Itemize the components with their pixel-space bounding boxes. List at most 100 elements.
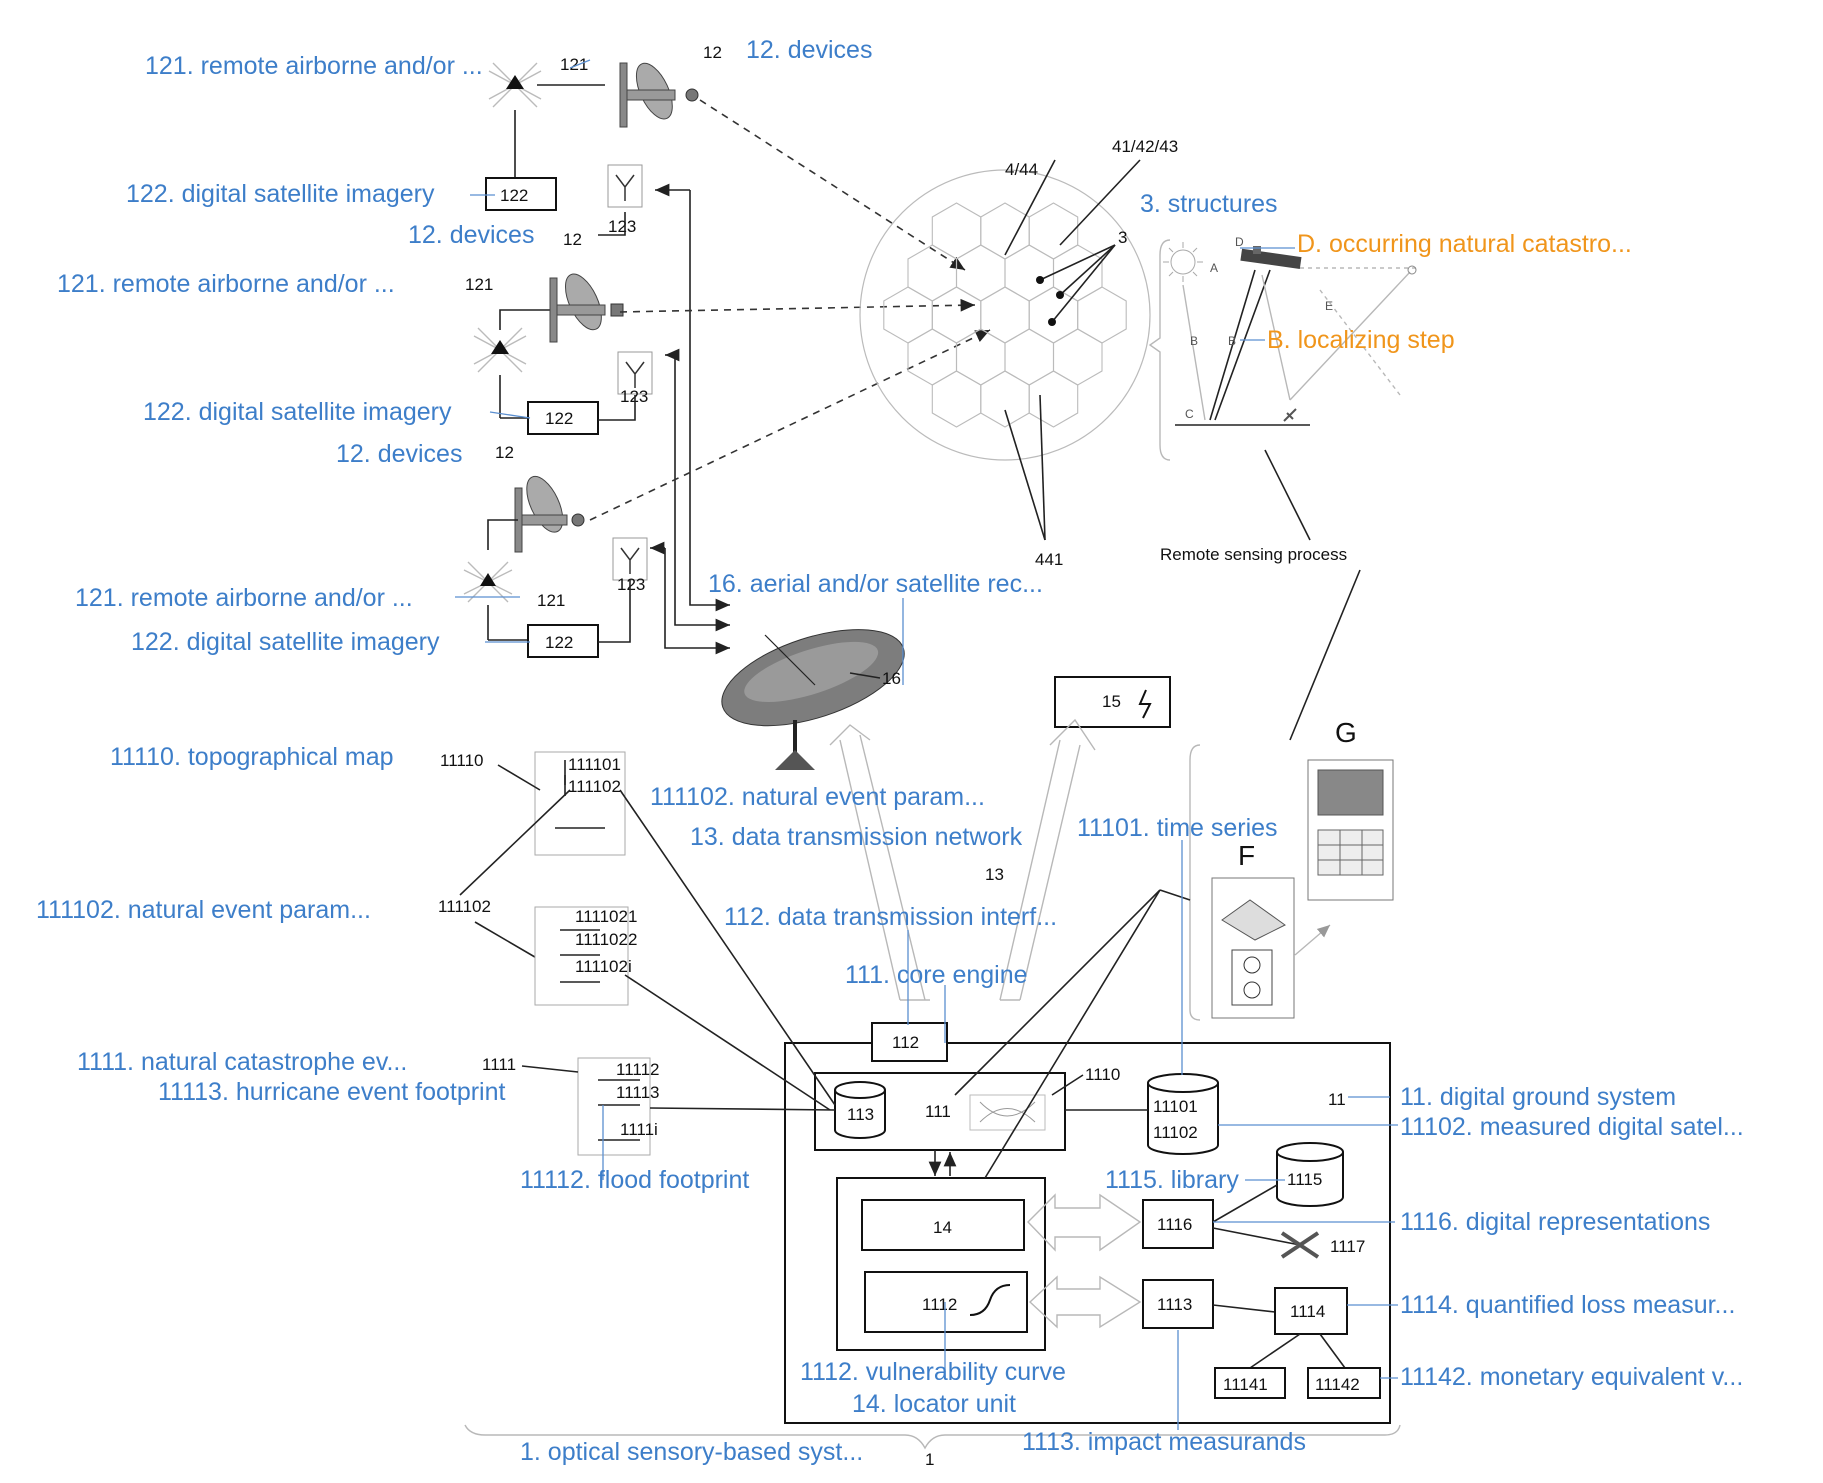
ref-11101: 11101 bbox=[1153, 1097, 1198, 1116]
hex-cell bbox=[1052, 328, 1103, 386]
callout-1113: 1113. impact measurands bbox=[1022, 1428, 1306, 1456]
callout-12-b: 12. devices bbox=[408, 221, 534, 249]
callout-111: 111. core engine bbox=[845, 961, 1028, 989]
callout-11112: 11112. flood footprint bbox=[520, 1166, 749, 1194]
ref-123c: 123 bbox=[617, 575, 645, 594]
ref-1112: 1112 bbox=[922, 1295, 957, 1314]
ref-15: 15 bbox=[1102, 692, 1121, 711]
database-icon bbox=[1276, 1142, 1344, 1207]
ref-121c: 121 bbox=[537, 591, 565, 610]
callout-121-b: 121. remote airborne and/or ... bbox=[57, 270, 395, 298]
callout-16: 16. aerial and/or satellite rec... bbox=[708, 570, 1043, 598]
ref-123b: 123 bbox=[620, 387, 648, 406]
aircraft-icon bbox=[473, 327, 527, 373]
callout-1112: 1112. vulnerability curve bbox=[800, 1358, 1066, 1386]
satellite-icon bbox=[1240, 246, 1302, 269]
ref-B-right: B bbox=[1228, 334, 1236, 348]
flow-arrow-1116 bbox=[1027, 1193, 1142, 1252]
ref-121b: 121 bbox=[465, 275, 493, 294]
ref-1: 1 bbox=[925, 1450, 934, 1469]
callout-121-a: 121. remote airborne and/or ... bbox=[145, 52, 483, 80]
data-transmission-network bbox=[829, 718, 1096, 1001]
box-14 bbox=[861, 1199, 1025, 1251]
satellite-icon bbox=[1280, 1231, 1320, 1259]
callout-11142: 11142. monetary equivalent v... bbox=[1400, 1363, 1743, 1391]
device-group-top: 122 121 12 123 bbox=[485, 43, 722, 236]
callout-D: D. occurring natural catastro... bbox=[1297, 230, 1632, 258]
hex-cell bbox=[931, 286, 982, 344]
callout-112: 112. data transmission interf... bbox=[724, 903, 1057, 931]
ref-113: 113 bbox=[847, 1105, 874, 1124]
ref-3: 3 bbox=[1118, 228, 1127, 247]
ref-D: D bbox=[1235, 235, 1244, 249]
aircraft-icon bbox=[488, 62, 542, 108]
callout-B: B. localizing step bbox=[1267, 326, 1455, 354]
callout-13: 13. data transmission network bbox=[690, 823, 1023, 851]
hex-cell bbox=[907, 244, 958, 302]
ref-1110: 1110 bbox=[1085, 1065, 1120, 1084]
ref-111102b: 111102 bbox=[438, 897, 491, 916]
box-15 bbox=[1054, 676, 1171, 728]
connections bbox=[619, 789, 1191, 1179]
ref-12c: 12 bbox=[495, 443, 514, 462]
ref-111102i: 111102i bbox=[575, 957, 632, 976]
box-11141 bbox=[1214, 1367, 1286, 1399]
aircraft-icon bbox=[463, 561, 513, 603]
callout-122-a: 122. digital satellite imagery bbox=[126, 180, 435, 208]
hex-cell bbox=[955, 244, 1006, 302]
ref-122b: 122 bbox=[545, 409, 573, 428]
link-satellite-structure-3 bbox=[589, 329, 991, 521]
remote-sensing-label: Remote sensing process bbox=[1160, 545, 1347, 564]
callout-3: 3. structures bbox=[1140, 190, 1278, 218]
ref-1117: 1117 bbox=[1330, 1237, 1365, 1256]
hex-cell bbox=[955, 328, 1006, 386]
callout-1116: 1116. digital representations bbox=[1400, 1208, 1710, 1236]
signal-bus bbox=[598, 183, 730, 655]
ref-11102: 11102 bbox=[1153, 1123, 1198, 1142]
hex-cell bbox=[931, 370, 982, 428]
ref-111101: 111101 bbox=[568, 755, 621, 774]
ref-1115: 1115 bbox=[1287, 1170, 1322, 1189]
ref-G: G bbox=[1335, 717, 1357, 748]
ref-41-42-43: 41/42/43 bbox=[1112, 137, 1178, 156]
hex-cell bbox=[1028, 286, 1079, 344]
topographical-map-doc: 111101 111102 11110 bbox=[440, 751, 626, 856]
satellite-icon bbox=[514, 475, 585, 553]
callout-122-b: 122. digital satellite imagery bbox=[143, 398, 452, 426]
callout-11: 11. digital ground system bbox=[1400, 1083, 1676, 1111]
callout-11110: 11110. topographical map bbox=[110, 743, 394, 771]
box-1116 bbox=[1142, 1199, 1214, 1249]
hex-cell bbox=[883, 286, 933, 344]
ref-11110: 11110 bbox=[440, 751, 484, 770]
satellite-icon bbox=[549, 273, 624, 343]
link-satellite-structure-1 bbox=[699, 99, 966, 271]
ref-1113: 1113 bbox=[1157, 1295, 1192, 1314]
remote-sensing-panel: D A B B C E Remote sensing process bbox=[1148, 235, 1420, 741]
imagery-box-122b bbox=[527, 401, 599, 435]
ref-1111i: 1111i bbox=[620, 1120, 658, 1139]
callout-12-top: 12. devices bbox=[746, 36, 872, 64]
callout-121-c: 121. remote airborne and/or ... bbox=[75, 584, 413, 612]
database-icon bbox=[1147, 1073, 1219, 1155]
ref-111: 111 bbox=[925, 1102, 951, 1121]
callout-111102-a: 111102. natural event param... bbox=[650, 783, 985, 811]
imagery-box-122c bbox=[527, 624, 599, 658]
hex-cell bbox=[980, 286, 1030, 344]
antenna-icon bbox=[617, 351, 653, 395]
interface-box-112 bbox=[871, 1022, 948, 1062]
ref-11: 11 bbox=[1328, 1090, 1346, 1109]
ref-F: F bbox=[1238, 840, 1255, 871]
ref-11141: 11141 bbox=[1223, 1375, 1268, 1394]
lightning-icon bbox=[1138, 689, 1152, 719]
ref-11113: 11113 bbox=[616, 1083, 660, 1102]
callout-1115: 1115. library bbox=[1105, 1166, 1239, 1194]
callout-14: 14. locator unit bbox=[852, 1390, 1016, 1418]
ref-B-left: B bbox=[1190, 334, 1198, 348]
callout-1114: 1114. quantified loss measur... bbox=[1400, 1291, 1735, 1319]
ref-12a: 12 bbox=[703, 43, 722, 62]
hex-cell bbox=[1028, 202, 1079, 260]
satellite-icon bbox=[619, 62, 699, 128]
hex-cell bbox=[980, 370, 1030, 428]
ref-16: 16 bbox=[882, 669, 901, 688]
callout-122-c: 122. digital satellite imagery bbox=[131, 628, 440, 656]
